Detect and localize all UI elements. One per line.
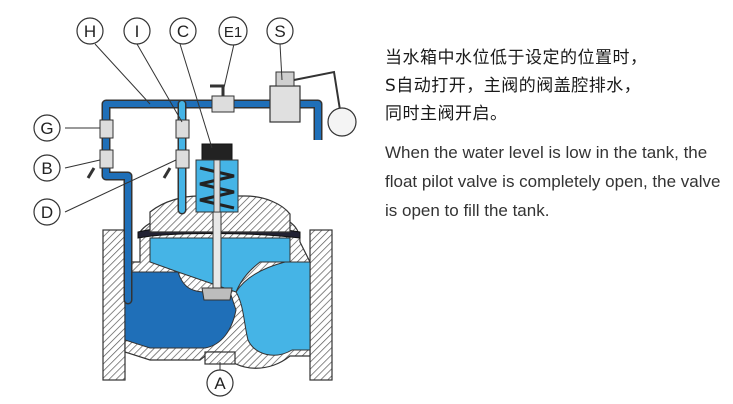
callout-g: G — [33, 114, 61, 142]
fitting-i — [175, 119, 190, 139]
svg-text:H: H — [84, 22, 96, 41]
leader-lines — [64, 43, 283, 370]
svg-text:E1: E1 — [224, 24, 242, 41]
valve-disc — [201, 287, 233, 301]
description-panel: 当水箱中水位低于设定的位置时， S自动打开，主阀的阀盖腔排水， 同时主阀开启。 … — [385, 44, 725, 225]
valve-diagram: H I C E1 S G B D A — [33, 16, 357, 397]
callout-e1: E1 — [218, 16, 248, 46]
svg-text:A: A — [214, 374, 226, 393]
callout-a: A — [206, 369, 234, 397]
fitting-g — [99, 119, 114, 139]
callout-h: H — [76, 17, 104, 45]
svg-text:G: G — [40, 119, 53, 138]
ball-valve-e1 — [210, 84, 235, 113]
outlet-water — [235, 261, 311, 356]
float-ball — [327, 107, 357, 137]
svg-text:C: C — [177, 22, 189, 41]
zh-line-1: 当水箱中水位低于设定的位置时， — [385, 48, 648, 68]
callout-d: D — [33, 198, 61, 226]
fitting-b — [99, 149, 114, 169]
cover-assembly — [195, 143, 239, 213]
zh-line-2: S自动打开，主阀的阀盖腔排水， — [385, 76, 642, 96]
fitting-d — [175, 149, 190, 169]
callout-b: B — [33, 154, 61, 182]
callout-i: I — [123, 17, 151, 45]
svg-text:I: I — [135, 22, 140, 41]
needle-handle-b — [86, 167, 96, 179]
float-pilot-valve-s — [269, 70, 357, 140]
callout-c: C — [169, 17, 197, 45]
needle-handle-d — [162, 167, 172, 179]
inlet-water — [124, 271, 237, 349]
en-description: When the water level is low in the tank,… — [385, 143, 721, 220]
zh-line-3: 同时主阀开启。 — [385, 104, 508, 124]
svg-text:S: S — [274, 22, 285, 41]
svg-text:D: D — [41, 203, 53, 222]
callout-s: S — [266, 17, 294, 45]
svg-text:B: B — [41, 159, 52, 178]
